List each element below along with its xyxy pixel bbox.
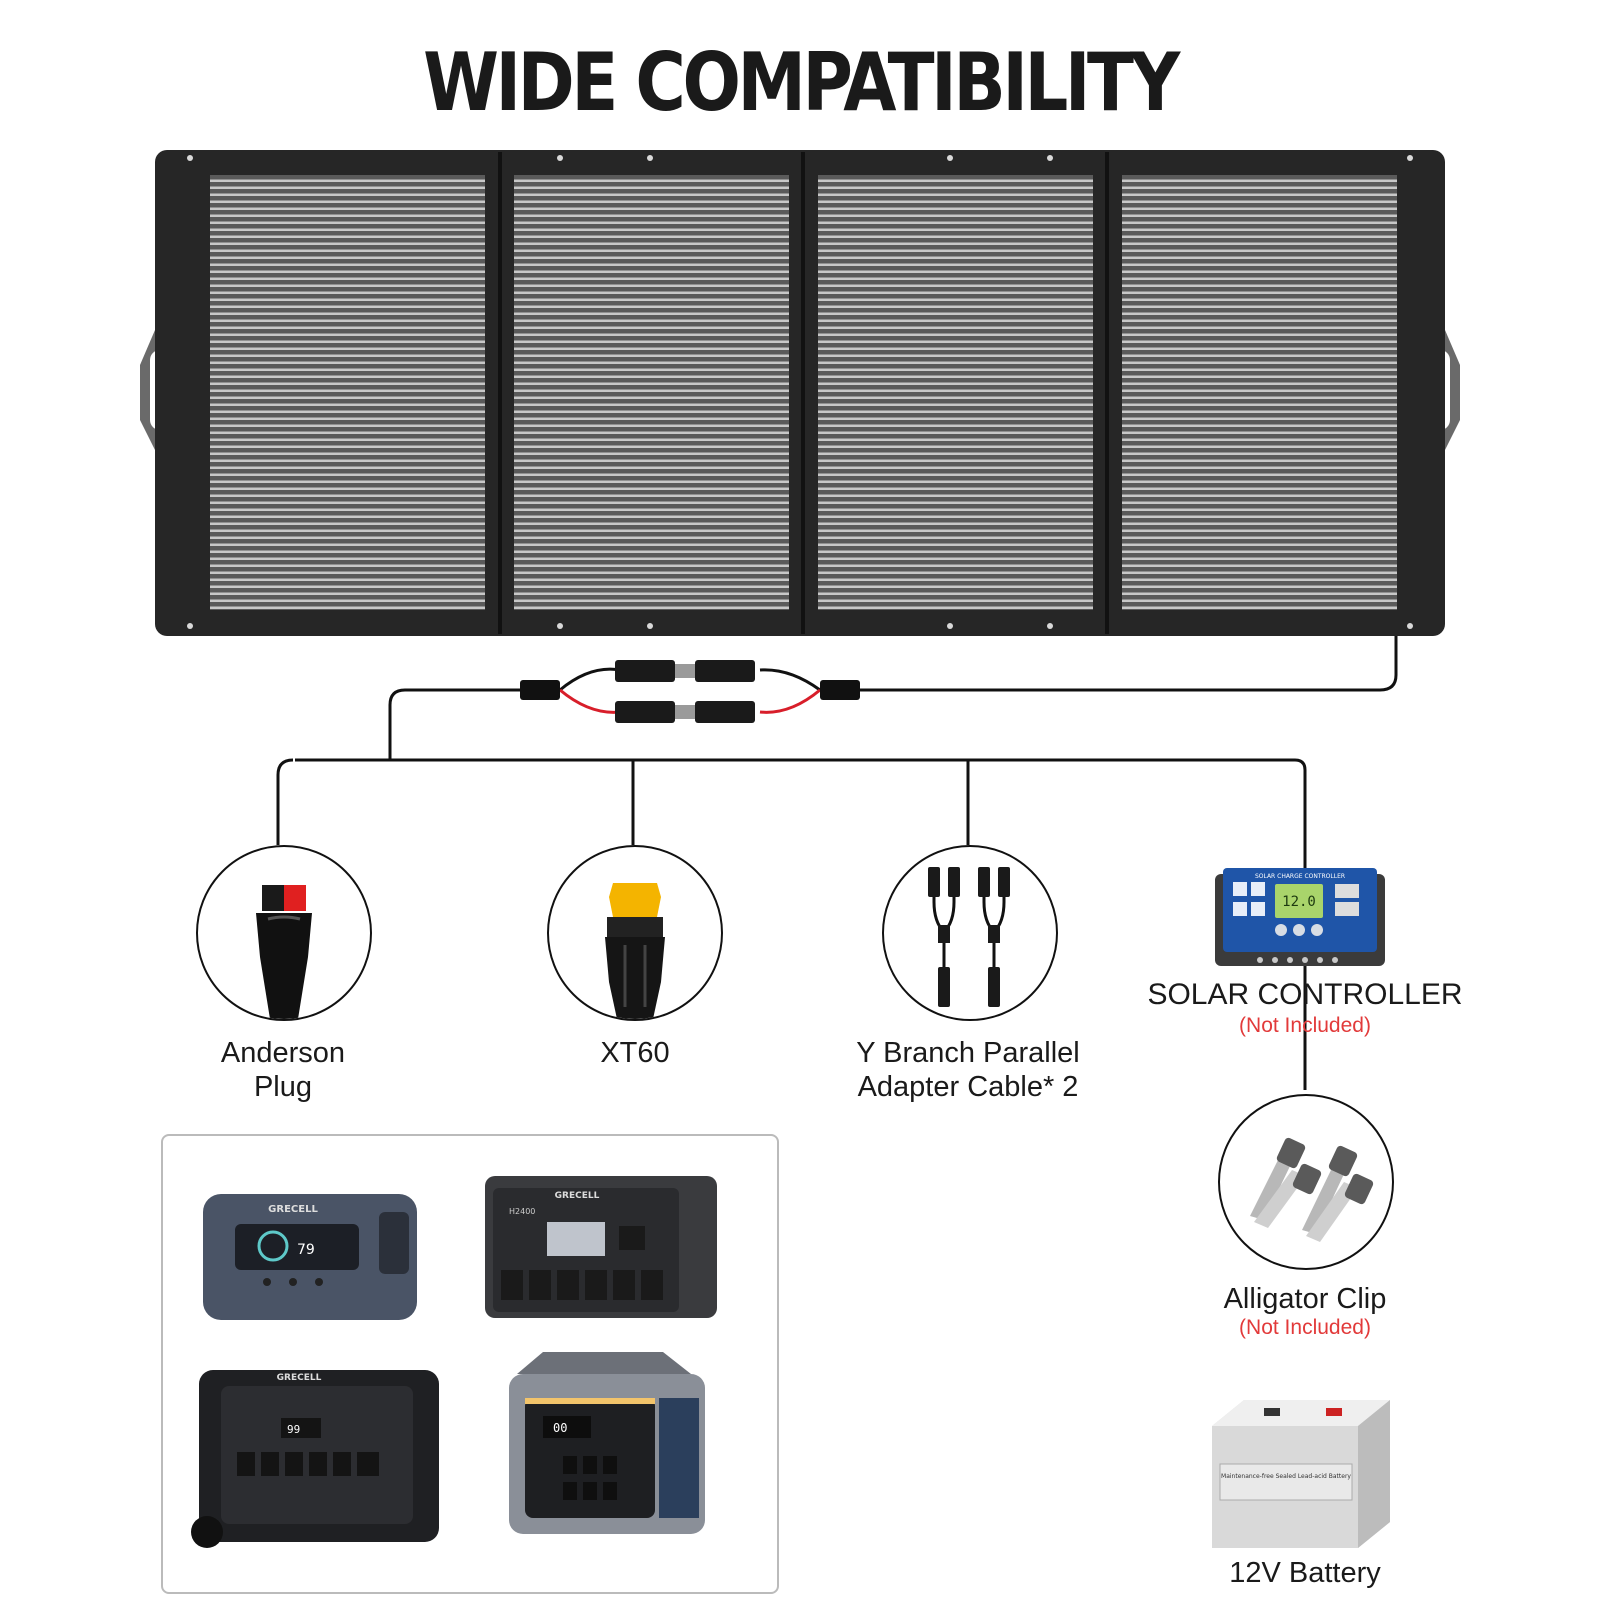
- xt60-circle: [547, 845, 723, 1021]
- page-title: WIDE COMPATIBILITY: [423, 36, 1180, 129]
- anderson-plug-circle: [196, 845, 372, 1021]
- svg-text:H2400: H2400: [509, 1207, 535, 1216]
- alligator-clip-label: Alligator Clip: [1223, 1283, 1387, 1315]
- svg-text:Maintenance-free Sealed Lead-a: Maintenance-free Sealed Lead-acid Batter…: [1221, 1473, 1351, 1480]
- panel-segment: [514, 175, 789, 610]
- svg-text:SOLAR CHARGE CONTROLLER: SOLAR CHARGE CONTROLLER: [1255, 873, 1345, 880]
- y-branch-label: Y Branch Parallel Adapter Cable* 2: [856, 1037, 1080, 1103]
- power-station-2: GRECELL H2400: [485, 1176, 717, 1318]
- battery-image: Maintenance-free Sealed Lead-acid Batter…: [1212, 1400, 1390, 1548]
- battery-label: 12V Battery: [1229, 1557, 1381, 1589]
- solar-controller-image: SOLAR CHARGE CONTROLLER 12.0: [1215, 868, 1385, 966]
- power-station-1: 79 GRECELL: [203, 1194, 417, 1320]
- solar-panel: [140, 150, 1460, 636]
- power-stations: 79 GRECELL GRECELL H2400 GRECELL 99: [191, 1176, 717, 1548]
- panel-segment: [1122, 175, 1397, 610]
- xt60-label: XT60: [600, 1037, 670, 1069]
- alligator-clip-note: (Not Included): [1239, 1316, 1371, 1339]
- alligator-clip-circle: [1218, 1094, 1394, 1270]
- alligator-clip-icon: [1250, 1137, 1374, 1242]
- y-branch-circle: [882, 845, 1058, 1021]
- svg-text:12.0: 12.0: [1282, 894, 1316, 910]
- solar-controller-note: (Not Included): [1239, 1014, 1371, 1037]
- y-branch-cable-icon: [928, 867, 1010, 1007]
- svg-text:GRECELL: GRECELL: [268, 1204, 318, 1215]
- power-station-4: 00: [509, 1352, 705, 1534]
- power-station-3: GRECELL 99: [191, 1370, 439, 1548]
- anderson-plug-label: Anderson Plug: [220, 1037, 346, 1103]
- solar-controller-label: SOLAR CONTROLLER: [1147, 978, 1463, 1011]
- svg-text:79: 79: [297, 1242, 315, 1258]
- mc4-branch-connector: [520, 660, 860, 723]
- svg-text:00: 00: [553, 1421, 567, 1435]
- panel-segment: [210, 175, 485, 610]
- anderson-plug-icon: [256, 885, 312, 1019]
- panel-segments: [210, 175, 1397, 610]
- compatible-devices-box: 79 GRECELL GRECELL H2400 GRECELL 99: [161, 1134, 779, 1594]
- svg-text:GRECELL: GRECELL: [555, 1191, 600, 1201]
- panel-segment: [818, 175, 1093, 610]
- svg-text:GRECELL: GRECELL: [277, 1373, 322, 1383]
- xt60-icon: [605, 883, 665, 1019]
- svg-text:99: 99: [287, 1423, 300, 1436]
